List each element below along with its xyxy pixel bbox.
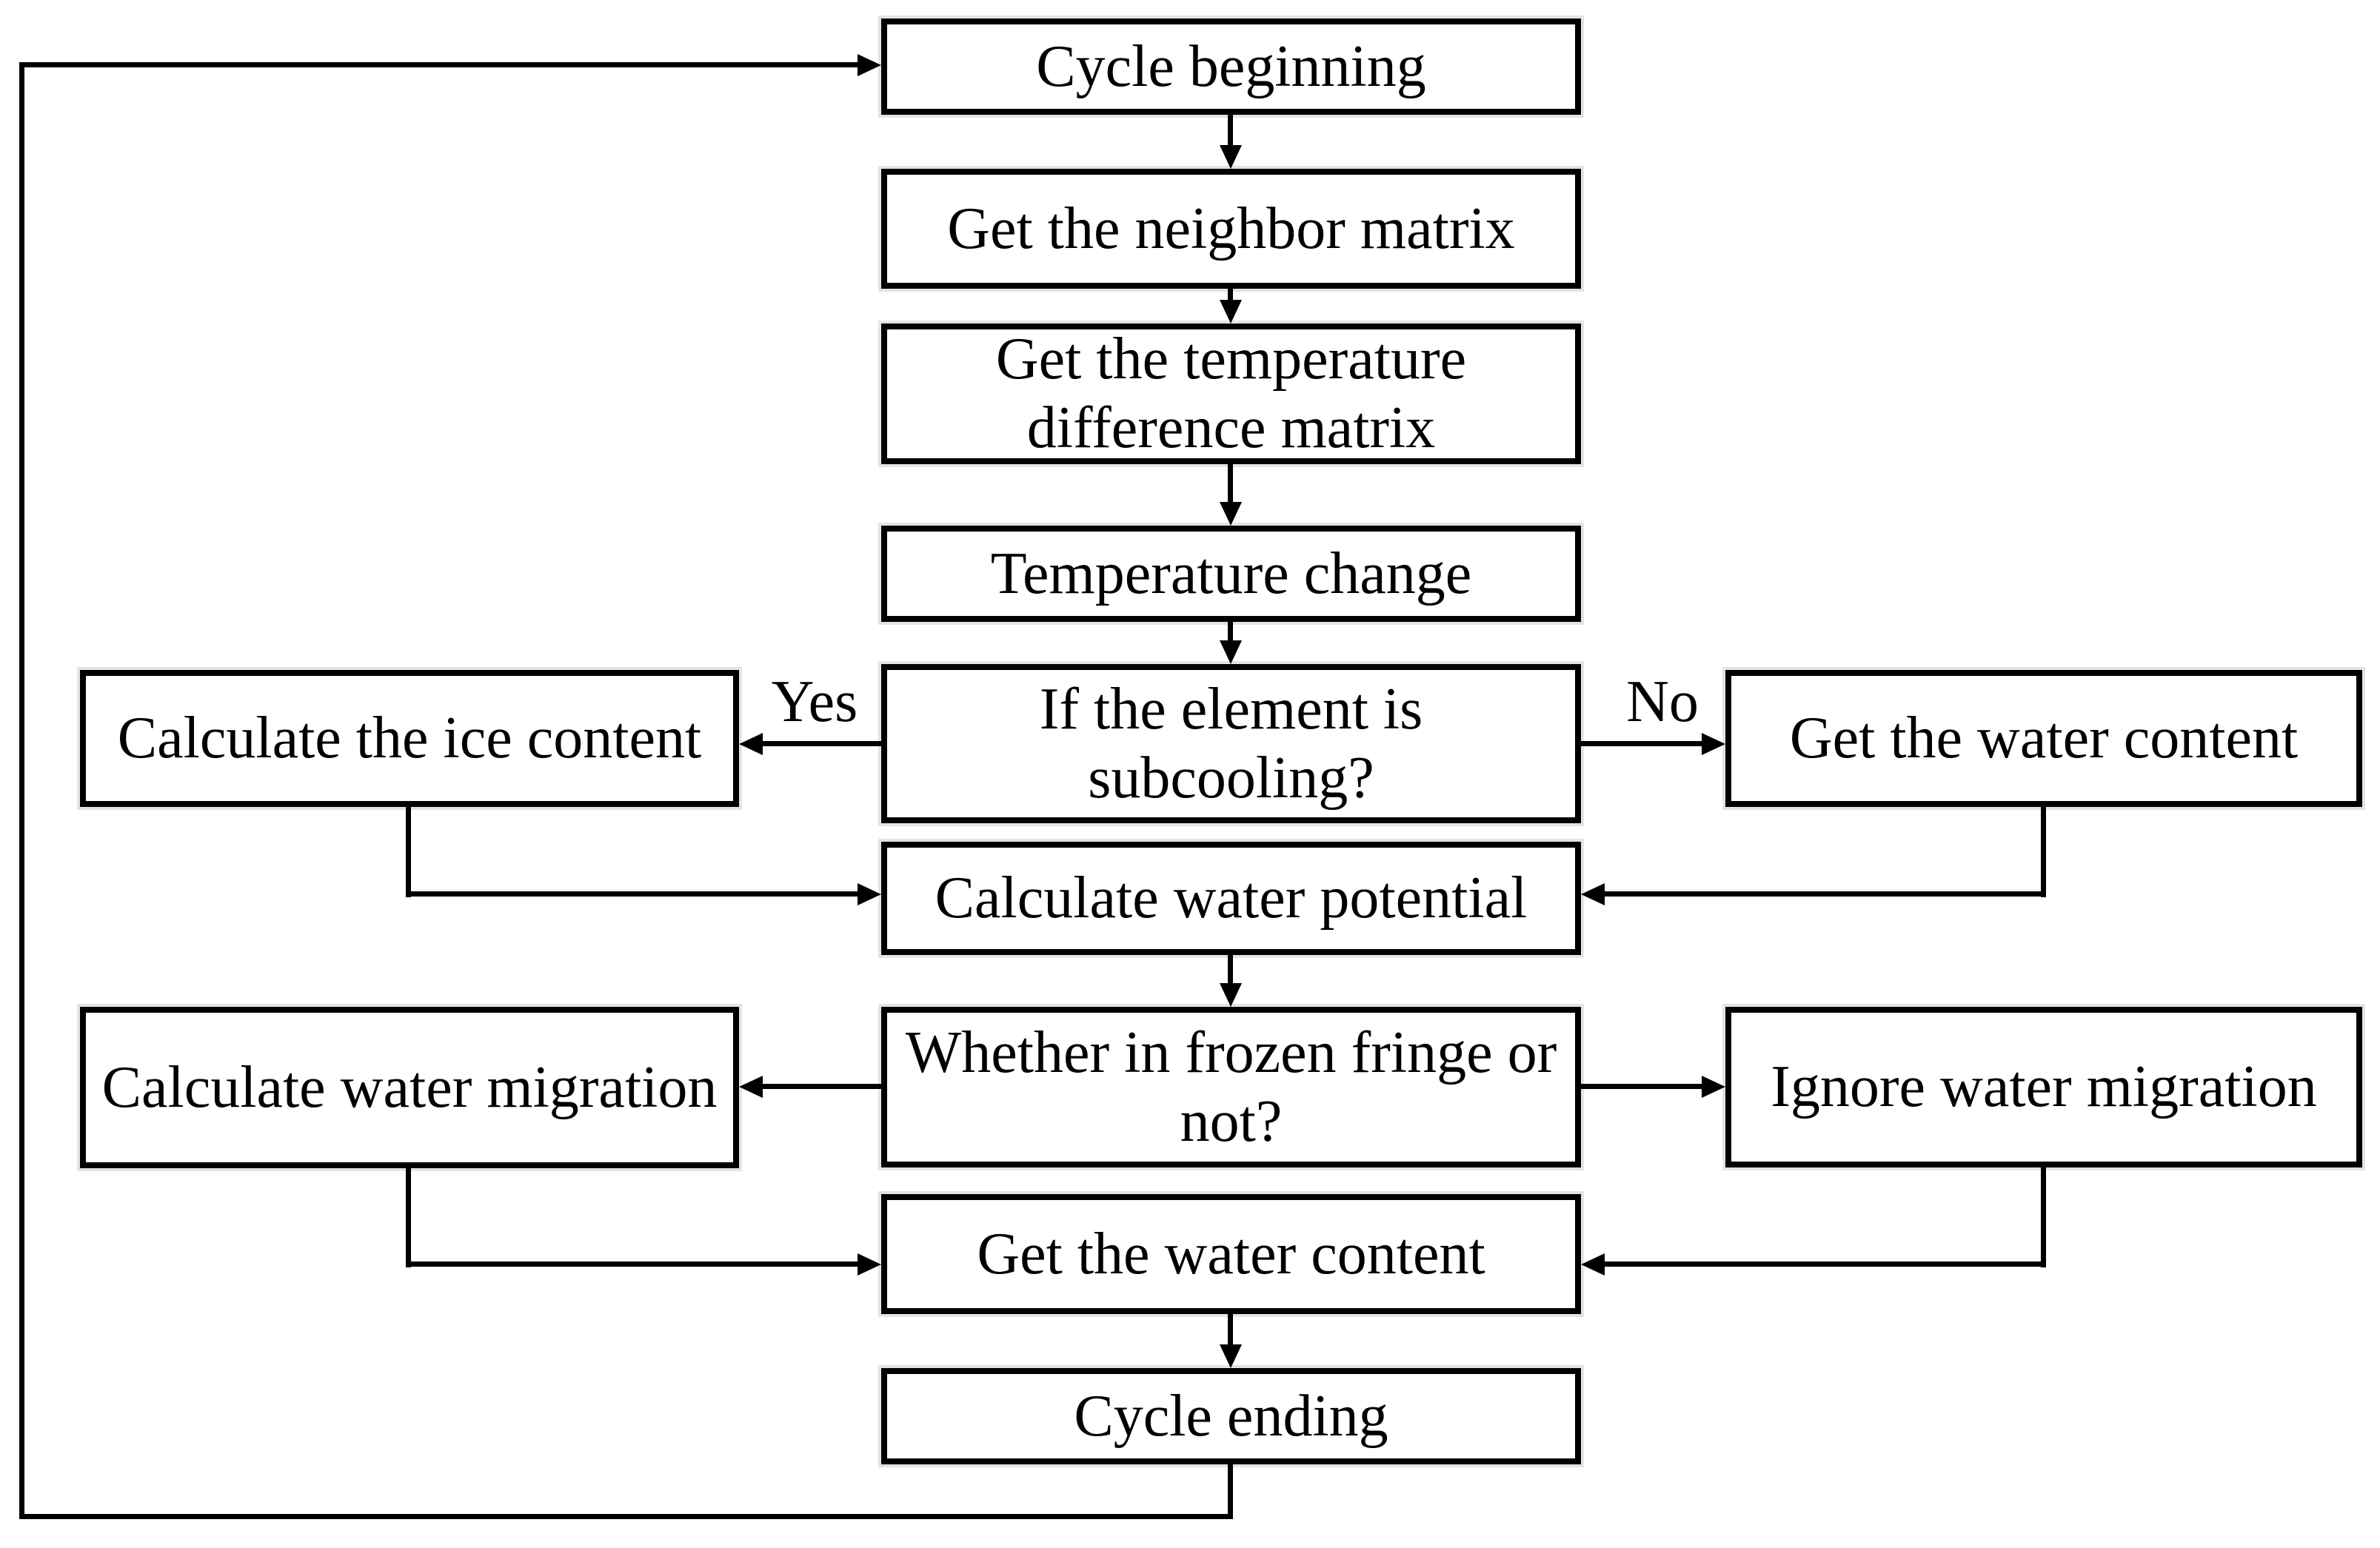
edge-fringe-to-migration-arrowhead-icon <box>739 1076 763 1098</box>
edge-tempdiff-to-tempchange-arrowhead-icon <box>1220 502 1242 526</box>
edge-subcooling-yes-arrowhead-icon <box>739 733 763 755</box>
node-get-water-content-right: Get the water content <box>1725 670 2362 807</box>
edge-loop-down-line <box>1228 1464 1233 1519</box>
edge-migration-to-watercontent-hline <box>406 1261 860 1267</box>
edge-fringe-to-ignore-line <box>1581 1084 1705 1089</box>
edge-watercontent-to-potential-arrowhead-icon <box>1581 883 1605 905</box>
edge-tempchange-to-subcooling-arrowhead-icon <box>1220 640 1242 664</box>
node-cycle-beginning: Cycle beginning <box>881 19 1581 115</box>
edge-beginning-to-neighbor-arrowhead-icon <box>1220 145 1242 169</box>
edge-fringe-to-migration-line <box>758 1084 881 1089</box>
node-calculate-water-migration: Calculate water migration <box>80 1007 739 1168</box>
edge-beginning-to-neighbor-line <box>1228 115 1233 148</box>
edge-migration-to-watercontent-arrowhead-icon <box>858 1253 881 1276</box>
node-cycle-ending: Cycle ending <box>881 1368 1581 1464</box>
edge-loop-bottom-line <box>19 1514 1233 1519</box>
edge-tempchange-to-subcooling-line <box>1228 622 1233 643</box>
edge-ignore-to-watercontent-hline <box>1605 1261 2046 1267</box>
node-frozen-fringe-decision: Whether in frozen fringe or not? <box>881 1007 1581 1167</box>
edge-tempdiff-to-tempchange-line <box>1228 464 1233 505</box>
node-calculate-water-potential: Calculate water potential <box>881 842 1581 955</box>
node-subcooling-decision: If the element is subcooling? <box>881 664 1581 823</box>
edge-loop-arrowhead-icon <box>858 54 881 76</box>
edge-loop-left-line <box>19 62 24 1519</box>
edge-watercontent-to-potential-vline <box>2041 807 2046 897</box>
edge-ignore-to-watercontent-vline <box>2041 1167 2046 1267</box>
edge-subcooling-no-line <box>1581 741 1705 746</box>
edge-ice-to-potential-vline <box>406 807 411 897</box>
edge-watercontent-to-potential-hline <box>1605 891 2046 897</box>
node-get-neighbor-matrix: Get the neighbor matrix <box>881 169 1581 289</box>
edge-migration-to-watercontent-vline <box>406 1167 411 1267</box>
edge-fringe-to-ignore-arrowhead-icon <box>1702 1076 1725 1098</box>
edge-neighbor-to-tempdiff-line <box>1228 289 1233 303</box>
edge-ignore-to-watercontent-arrowhead-icon <box>1581 1253 1605 1276</box>
edge-loop-top-line <box>19 62 860 67</box>
node-calculate-ice-content: Calculate the ice content <box>80 670 739 807</box>
edge-ice-to-potential-arrowhead-icon <box>858 883 881 905</box>
edge-potential-to-fringe-line <box>1228 955 1233 986</box>
edge-watercontent-to-ending-arrowhead-icon <box>1220 1344 1242 1368</box>
edge-neighbor-to-tempdiff-arrowhead-icon <box>1220 300 1242 324</box>
node-get-water-content-center: Get the water content <box>881 1194 1581 1314</box>
edge-potential-to-fringe-arrowhead-icon <box>1220 983 1242 1007</box>
node-get-temp-difference-matrix: Get the temperature difference matrix <box>881 324 1581 464</box>
edge-label-no: No <box>1626 669 1699 734</box>
edge-watercontent-to-ending-line <box>1228 1314 1233 1347</box>
edge-subcooling-no-arrowhead-icon <box>1702 733 1725 755</box>
edge-ice-to-potential-hline <box>406 891 860 897</box>
node-temperature-change: Temperature change <box>881 526 1581 622</box>
node-ignore-water-migration: Ignore water migration <box>1725 1007 2362 1167</box>
edge-subcooling-yes-line <box>758 741 881 746</box>
edge-label-yes: Yes <box>771 669 858 734</box>
